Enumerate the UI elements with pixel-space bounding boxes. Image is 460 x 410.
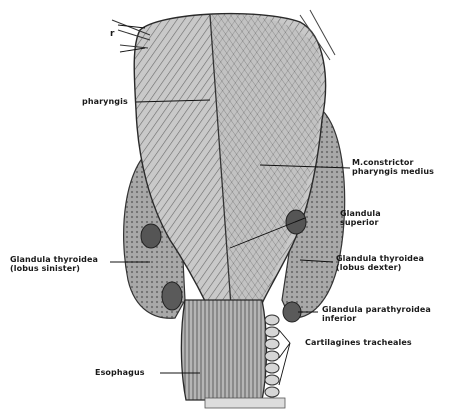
- trachea-cartilages: [265, 315, 279, 397]
- label-glandula-superior: Glandula superior: [340, 209, 381, 227]
- label-m-constrictor: M.constrictor pharyngis medius: [352, 158, 434, 176]
- parathyroid-left-upper: [141, 224, 161, 248]
- label-thyroid-dexter: Glandula thyroidea (lobus dexter): [336, 254, 424, 272]
- label-pharyngis: pharyngis: [82, 97, 128, 106]
- label-esophagus: Esophagus: [95, 368, 145, 377]
- parathyroid-left-lower: [162, 282, 182, 310]
- label-cartilagines-tracheales: Cartilagines tracheales: [305, 338, 412, 347]
- top-left-label: r: [110, 30, 115, 39]
- esophagus-tube: [181, 300, 266, 400]
- label-parathyroid-inferior: Glandula parathyroidea inferior: [322, 305, 431, 323]
- label-thyroid-sinister: Glandula thyroidea (lobus sinister): [10, 255, 98, 273]
